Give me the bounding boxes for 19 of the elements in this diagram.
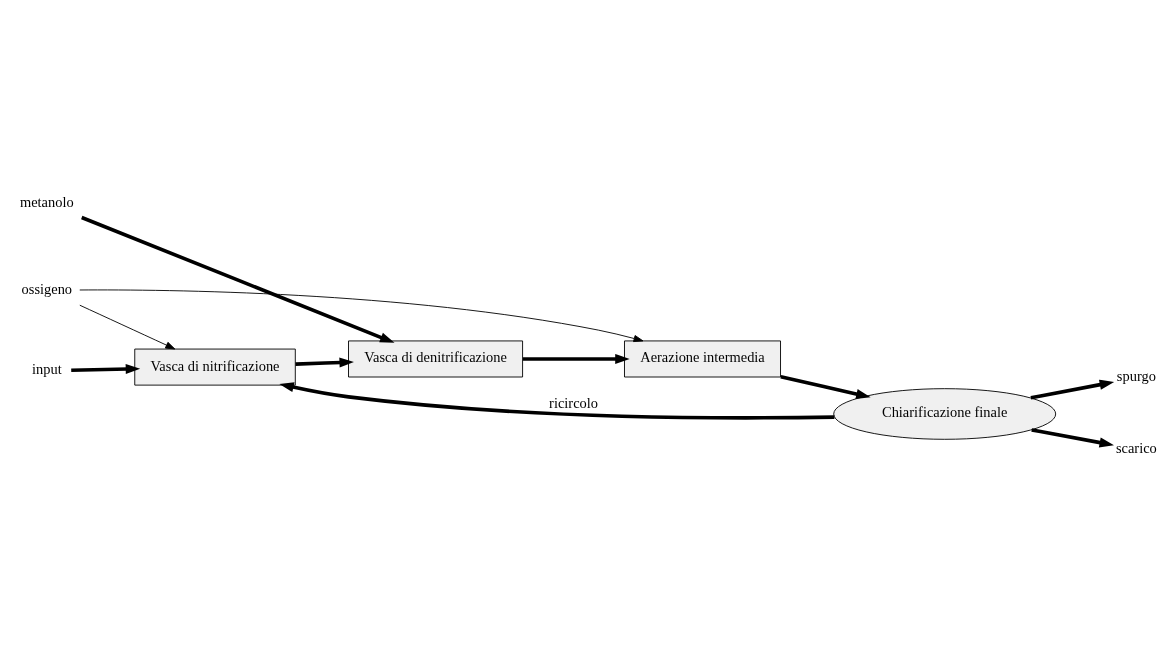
node-text: scarico <box>1115 439 1157 456</box>
arrow <box>81 215 395 343</box>
node-text: metanolo <box>19 194 74 211</box>
edge-label: ricircolo <box>549 395 598 412</box>
arrow <box>1030 379 1115 400</box>
node-box: Vasca di denitrificazione <box>348 340 524 378</box>
node-box: Vasca di nitrificazione <box>134 348 296 386</box>
arrow <box>295 357 354 368</box>
arrow <box>522 353 630 365</box>
arrow <box>279 382 835 420</box>
node-text: input <box>32 361 62 378</box>
arrow <box>79 304 176 350</box>
arrow <box>780 374 871 399</box>
node-text: ossigeno <box>21 280 73 297</box>
node-box: Aerazione intermedia <box>624 340 781 378</box>
arrow <box>1031 428 1114 448</box>
arrow <box>79 289 644 343</box>
arrow <box>71 363 141 375</box>
node-text: spurgo <box>1116 368 1156 385</box>
